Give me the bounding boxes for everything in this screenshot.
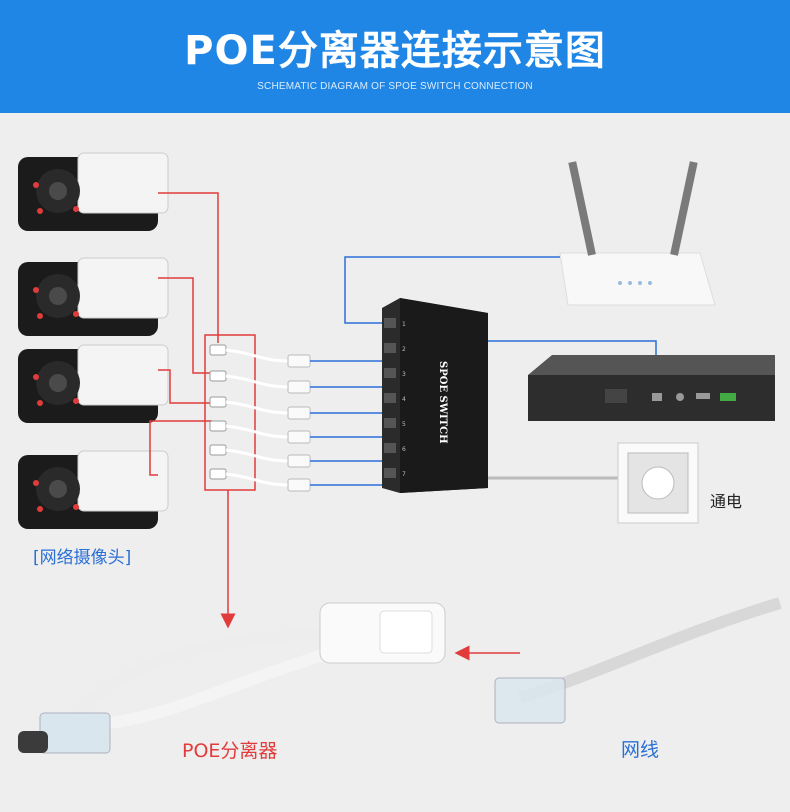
cameras-label: [网络摄像头] <box>33 548 132 568</box>
poe-splitter <box>18 602 446 754</box>
network-cable-label: 网线 <box>621 739 660 761</box>
camera-1 <box>18 152 169 231</box>
rj45-plugs <box>287 354 311 492</box>
connection-diagram: SPOE SWITCH <box>18 152 782 754</box>
switch-port-label: 4 <box>402 396 406 403</box>
page-subtitle: SCHEMATIC DIAGRAM OF SPOE SWITCH CONNECT… <box>257 81 533 92</box>
switch-port-label: 2 <box>402 346 406 353</box>
switch-port-label: 5 <box>402 421 406 428</box>
router <box>559 161 716 306</box>
spoe-switch: SPOE SWITCH <box>382 298 488 493</box>
power-label: 通电 <box>710 492 743 511</box>
poe-splitter-label: POE分离器 <box>182 740 278 762</box>
switch-name: SPOE SWITCH <box>437 361 448 444</box>
camera-4 <box>18 450 169 529</box>
power-socket <box>488 442 699 524</box>
page-title: POE分离器连接示意图 <box>184 28 606 74</box>
switch-port-label: 3 <box>402 371 406 378</box>
mini-splitters <box>209 344 227 480</box>
switch-port-label: 6 <box>402 446 406 453</box>
camera-3 <box>18 344 169 423</box>
splitter-group-box <box>204 334 256 491</box>
camera-2 <box>18 257 169 336</box>
white-cables <box>225 348 291 487</box>
header-banner: POE分离器连接示意图 SCHEMATIC DIAGRAM OF SPOE SW… <box>0 0 790 113</box>
nvr-recorder <box>528 355 775 421</box>
switch-port-label: 7 <box>402 471 406 478</box>
camera-red-lines <box>149 192 219 476</box>
switch-port-label: 1 <box>402 321 406 328</box>
network-cable <box>494 597 782 724</box>
